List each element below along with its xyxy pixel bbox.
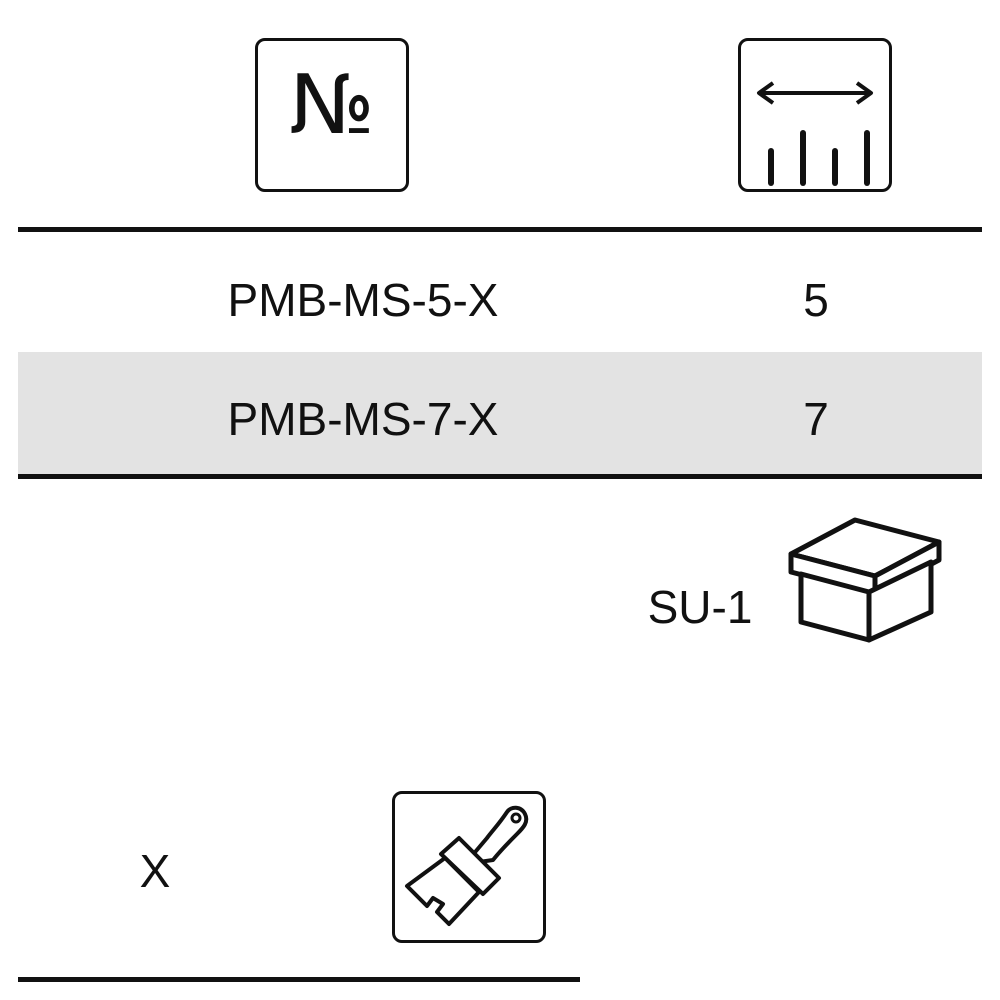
numero-icon: № — [255, 38, 409, 192]
article-code: PMB-MS-7-X — [227, 393, 499, 445]
paint-brush-icon — [392, 791, 546, 943]
width-ruler-icon — [738, 38, 892, 192]
width-value: 7 — [803, 393, 829, 445]
table-bottom-rule — [18, 474, 982, 479]
numero-glyph: № — [289, 58, 375, 153]
box-icon — [788, 517, 942, 643]
finish-rule — [18, 977, 580, 982]
table-row: PMB-MS-7-X 7 — [18, 352, 982, 474]
table-top-rule — [18, 227, 982, 232]
table-row: PMB-MS-5-X 5 — [18, 243, 982, 351]
package-label: SU-1 — [647, 581, 753, 633]
width-value: 5 — [803, 274, 829, 326]
article-code: PMB-MS-5-X — [227, 274, 499, 326]
finish-label: X — [139, 845, 171, 897]
